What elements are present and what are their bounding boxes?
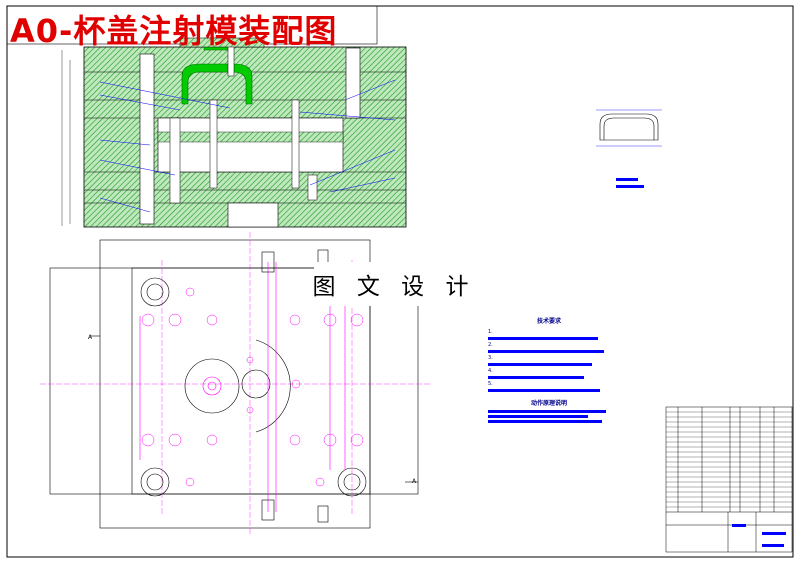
note-line bbox=[488, 415, 588, 418]
note-item: 3. bbox=[488, 355, 493, 361]
drawing-border bbox=[6, 5, 794, 558]
notes-heading: 技术要求 bbox=[536, 318, 561, 325]
note-item: 4. bbox=[488, 368, 493, 374]
note-line bbox=[488, 363, 592, 366]
plan-view bbox=[40, 232, 430, 535]
note-line bbox=[488, 420, 602, 423]
section-label-left: A bbox=[88, 334, 93, 341]
section-view bbox=[61, 37, 407, 228]
note-line bbox=[488, 350, 604, 353]
section-label-right: A bbox=[412, 478, 417, 485]
note-line bbox=[488, 410, 606, 413]
technical-notes: 技术要求 1. 2. 3. 4. 5. 动作原理说明 bbox=[488, 316, 610, 425]
part-detail-view bbox=[596, 109, 662, 188]
parts-list-rows bbox=[666, 411, 792, 508]
parts-list-table bbox=[665, 406, 793, 553]
note-item: 2. bbox=[488, 342, 493, 348]
note-line bbox=[488, 376, 584, 379]
watermark-text: 图 文 设 计 bbox=[313, 262, 474, 306]
note-line bbox=[488, 389, 600, 392]
action-heading: 动作原理说明 bbox=[530, 400, 567, 407]
note-item: 5. bbox=[488, 381, 493, 387]
drawing-title: A0-杯盖注射模装配图 bbox=[10, 12, 338, 50]
note-item: 1. bbox=[488, 329, 493, 335]
note-line bbox=[488, 337, 598, 340]
